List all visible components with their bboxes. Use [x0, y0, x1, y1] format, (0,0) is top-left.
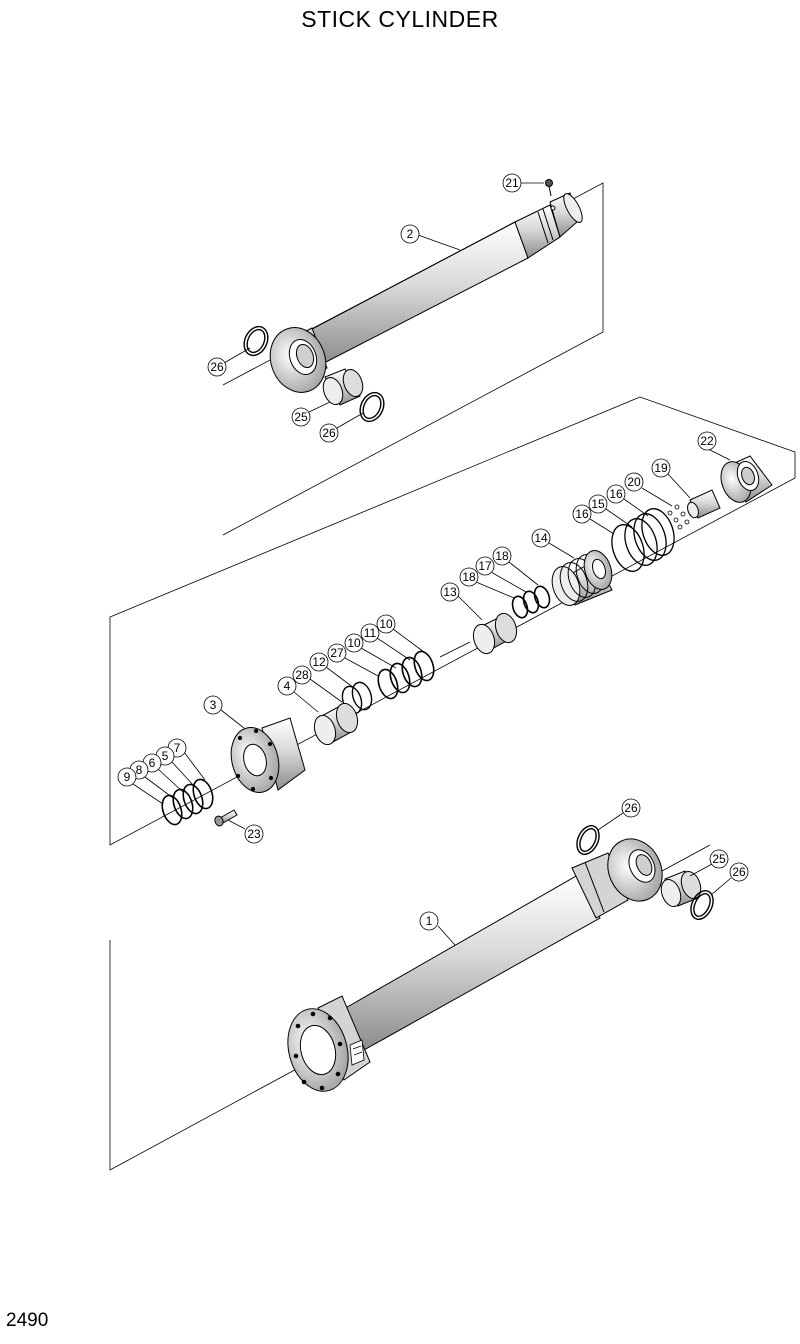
callout-12: 12 — [309, 652, 329, 672]
svg-text:19: 19 — [654, 461, 668, 475]
piston — [551, 550, 613, 606]
leader-lines — [132, 182, 732, 946]
dust-seal-ring — [243, 325, 269, 357]
dust-seal-ring — [359, 391, 385, 423]
callout-14: 14 — [531, 528, 551, 548]
svg-text:28: 28 — [295, 668, 309, 682]
dust-seal-ring — [690, 890, 714, 920]
rod-bushing — [313, 702, 359, 746]
callout-16: 16 — [606, 484, 626, 504]
callout-10: 10 — [344, 633, 364, 653]
stopper — [687, 489, 721, 519]
bushing — [322, 368, 364, 406]
svg-text:7: 7 — [174, 741, 181, 755]
group-frame-head — [109, 396, 796, 846]
callout-9: 9 — [117, 767, 137, 787]
callout-26: 26 — [319, 423, 339, 443]
svg-text:2: 2 — [407, 227, 414, 241]
callout-4: 4 — [277, 676, 297, 696]
svg-text:16: 16 — [609, 487, 623, 501]
piston-rod — [269, 192, 583, 393]
dust-seal-ring — [576, 825, 600, 855]
callout-25: 25 — [709, 849, 729, 869]
svg-text:9: 9 — [124, 770, 131, 784]
svg-text:23: 23 — [247, 827, 261, 841]
svg-text:25: 25 — [712, 852, 726, 866]
svg-text:5: 5 — [162, 749, 169, 763]
lock-nut — [720, 455, 773, 503]
page-number: 2490 — [6, 1310, 49, 1331]
callout-28: 28 — [292, 665, 312, 685]
svg-text:25: 25 — [294, 410, 308, 424]
svg-text:26: 26 — [210, 360, 224, 374]
svg-text:15: 15 — [591, 497, 605, 511]
svg-text:18: 18 — [462, 570, 476, 584]
rod-cover — [230, 717, 306, 793]
svg-text:12: 12 — [312, 655, 326, 669]
cushion-ring — [472, 612, 518, 655]
svg-text:4: 4 — [284, 679, 291, 693]
svg-text:10: 10 — [379, 617, 393, 631]
cylinder-tube — [287, 838, 663, 1092]
o-rings-piston — [511, 585, 551, 619]
callout-3: 3 — [203, 695, 223, 715]
callout-2: 2 — [400, 224, 420, 244]
steel-balls — [667, 504, 690, 530]
svg-text:20: 20 — [627, 475, 641, 489]
callout-27: 27 — [327, 643, 347, 663]
svg-text:26: 26 — [322, 426, 336, 440]
callout-13: 13 — [440, 582, 460, 602]
callout-15: 15 — [588, 494, 608, 514]
callout-25: 25 — [291, 407, 311, 427]
assembly-axis-line — [439, 641, 471, 658]
part-id-mark-icon — [349, 1039, 365, 1066]
svg-text:1: 1 — [426, 914, 433, 928]
callout-18: 18 — [459, 567, 479, 587]
svg-text:6: 6 — [149, 756, 156, 770]
callout-20: 20 — [624, 472, 644, 492]
callout-26: 26 — [207, 357, 227, 377]
callout-21: 21 — [502, 173, 522, 193]
svg-text:26: 26 — [732, 865, 746, 879]
svg-text:16: 16 — [575, 507, 589, 521]
svg-text:11: 11 — [364, 626, 377, 640]
callout-17: 17 — [475, 556, 495, 576]
svg-text:21: 21 — [505, 176, 519, 190]
callout-10: 10 — [376, 614, 396, 634]
svg-text:3: 3 — [210, 698, 217, 712]
grease-nipple — [545, 179, 553, 197]
svg-text:13: 13 — [443, 585, 457, 599]
callout-18: 18 — [492, 546, 512, 566]
svg-text:18: 18 — [495, 549, 509, 563]
callout-23: 23 — [244, 824, 264, 844]
callout-11: 11 — [360, 623, 380, 643]
callout-16: 16 — [572, 504, 592, 524]
svg-text:22: 22 — [700, 434, 714, 448]
callout-26: 26 — [621, 798, 641, 818]
svg-text:17: 17 — [478, 559, 492, 573]
socket-bolt — [214, 809, 238, 827]
drawing-title: STICK CYLINDER — [301, 6, 499, 32]
svg-text:14: 14 — [534, 531, 548, 545]
callout-1: 1 — [419, 911, 439, 931]
rod-seal-rings — [377, 650, 435, 700]
callout-26: 26 — [729, 862, 749, 882]
svg-text:10: 10 — [347, 636, 361, 650]
callout-22: 22 — [697, 431, 717, 451]
bushing — [660, 870, 702, 908]
piston-seal-rings — [611, 508, 675, 572]
wiper-seal-rings — [161, 778, 214, 826]
callout-19: 19 — [651, 458, 671, 478]
svg-text:27: 27 — [330, 646, 344, 660]
svg-text:8: 8 — [136, 763, 143, 777]
svg-text:26: 26 — [624, 801, 638, 815]
